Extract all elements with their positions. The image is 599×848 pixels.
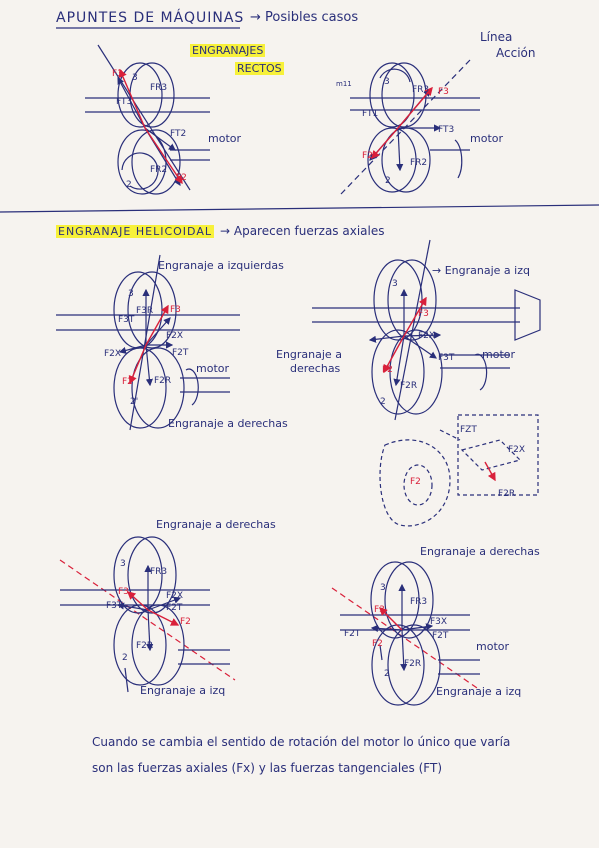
- force-F2R-s2l: F2R: [154, 376, 171, 386]
- force-F3T-s2r: F3T: [438, 353, 455, 363]
- force-F2X-detail: F2X: [508, 445, 525, 455]
- force-F2X-s2l: F2X: [166, 331, 183, 341]
- force-FR2-s1l: FR2: [150, 165, 167, 175]
- force-F2X-s2r: F2X: [418, 331, 435, 341]
- force-F2-s1l: F2: [176, 173, 187, 183]
- force-FT1-s1r: FT1: [362, 109, 378, 119]
- force-F3-s3l: F3: [118, 587, 129, 597]
- force-F2-detail: F2: [410, 477, 421, 487]
- gear-number-2-s1r: 2: [385, 176, 391, 186]
- force-F2-s2r: F2: [382, 365, 393, 375]
- force-F3T-s2l: F3T: [118, 315, 135, 325]
- label-izq-bottom-left-3: Engranaje a izq: [140, 684, 226, 697]
- small-mark-s1r: m11: [336, 80, 352, 88]
- force-F2-s2l: F2: [122, 377, 133, 387]
- motor-label-s2r: motor: [482, 348, 515, 361]
- force-F2R-s3r: F2R: [404, 659, 421, 669]
- page-subtitle: → Posibles casos: [250, 10, 359, 25]
- helical-gear-pair-right-reversed: [331, 561, 481, 706]
- label-izq-top-left: Engranaje a izquierdas: [158, 259, 284, 272]
- conclusion-line-2: son las fuerzas axiales (Fx) y las fuerz…: [92, 761, 442, 775]
- gear-number-3-s1l: 3: [132, 73, 138, 83]
- conclusion-line-1: Cuando se cambia el sentido de rotación …: [92, 735, 511, 749]
- force-FR3-s1l: FR3: [150, 83, 167, 93]
- force-F2-s3l: F2: [180, 617, 191, 627]
- label-accion: Acción: [496, 46, 536, 60]
- label-der-mid-right-2: derechas: [290, 362, 341, 375]
- force-FT3-s1r: FT3: [438, 125, 454, 135]
- force-FR2-s1r: FR2: [410, 158, 427, 168]
- force-F2-s3r: F2: [372, 639, 383, 649]
- gear-number-3-s1r: 3: [384, 77, 390, 87]
- motor-label-s3r: motor: [476, 640, 509, 653]
- force-F2R-detail: F2R: [498, 489, 515, 499]
- gear-number-3-s2l: 3: [128, 289, 134, 299]
- gear-number-2-s2l: 2': [130, 397, 138, 407]
- gear-number-3-s2r: 3: [392, 279, 398, 289]
- helical-gear-pair-right: [312, 239, 541, 421]
- label-izq-bottom-right-3: Engranaje a izq: [436, 685, 522, 698]
- force-FT3-s1l: FT3: [116, 97, 132, 107]
- gear-number-2-s1l: 2: [126, 180, 132, 190]
- force-F2X-b-s2l: F2X: [104, 349, 121, 359]
- detail-view-helical: [379, 414, 539, 527]
- force-FR3-s3l: FR3: [150, 567, 167, 577]
- force-F2X-s3l: F2X: [166, 591, 183, 601]
- force-FR3-s3r: FR3: [410, 597, 427, 607]
- helical-gear-pair-left-reversed: [59, 536, 236, 693]
- spur-gear-pair-right: [339, 59, 480, 196]
- gear-number-2-s3l: 2: [122, 653, 128, 663]
- force-F2T-b-s3r: F2T: [344, 629, 361, 639]
- label-izq-top-right: → Engranaje a izq: [432, 264, 530, 277]
- force-F2T-s3r: F2T: [432, 631, 449, 641]
- force-F3-s1r: F3: [438, 87, 449, 97]
- force-FZT-detail: FZT: [460, 425, 477, 435]
- motor-label-s1l: motor: [208, 132, 241, 145]
- spur-gear-pair-left: [85, 44, 210, 195]
- force-F3T-s3l: F3T: [106, 601, 123, 611]
- force-F3-s2l: F3: [170, 305, 181, 315]
- force-F2-s1r: F2: [362, 151, 373, 161]
- gear-number-2-s2r: 2: [380, 397, 386, 407]
- force-F2T-s3l: F2T: [166, 603, 183, 613]
- gear-number-3-s3l: 3: [120, 559, 126, 569]
- force-F2T-s2l: F2T: [172, 348, 189, 358]
- highlight-engranajes: ENGRANAJES: [190, 44, 266, 57]
- section-helicoidal-subtitle: → Aparecen fuerzas axiales: [220, 224, 385, 238]
- highlight-rectos: RECTOS: [235, 62, 284, 75]
- force-F3R-s2l: F3R: [136, 306, 153, 316]
- helical-gear-pair-left: [56, 254, 240, 431]
- force-F2R-s3l: F2R: [136, 641, 153, 651]
- gear-number-3-s3r: 3: [380, 583, 386, 593]
- force-FR3-s1r: FR3: [412, 85, 429, 95]
- force-F3X-s3r: F3X: [430, 617, 447, 627]
- page-title: APUNTES DE MÁQUINAS: [56, 10, 245, 26]
- force-FT2-s1l: FT2: [170, 129, 186, 139]
- section-helicoidal-title: ENGRANAJE HELICOIDAL: [56, 225, 214, 238]
- force-F2R-s2r: F2R: [400, 381, 417, 391]
- label-linea: Línea: [480, 30, 513, 44]
- label-der-top-left-3: Engranaje a derechas: [156, 518, 276, 531]
- label-der-bottom-left: Engranaje a derechas: [168, 417, 288, 430]
- motor-label-s1r: motor: [470, 132, 503, 145]
- force-F3-s2r: F3: [418, 309, 429, 319]
- motor-label-s2l: motor: [196, 362, 229, 375]
- force-F3-s3r: F3: [374, 605, 385, 615]
- gear-number-2-s3r: 2: [384, 669, 390, 679]
- label-der-mid-right-1: Engranaje a: [276, 348, 342, 361]
- label-der-top-right-3: Engranaje a derechas: [420, 545, 540, 558]
- force-F3-s1l: F3: [112, 69, 123, 79]
